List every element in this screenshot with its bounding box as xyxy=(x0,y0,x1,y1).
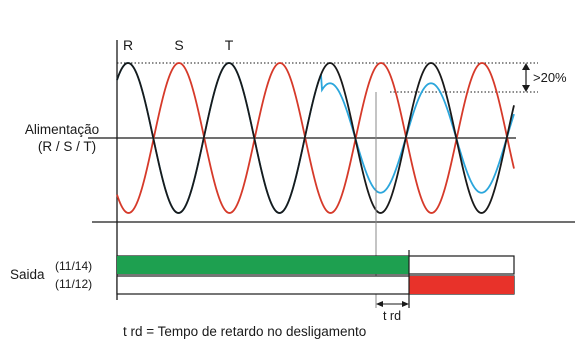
delay-legend: t rd = Tempo de retardo no desligamento xyxy=(123,324,366,339)
contact-12-label: (11/12) xyxy=(55,277,92,291)
contact-14-active-bar xyxy=(117,256,409,274)
phase-s-waveform xyxy=(116,62,515,214)
supply-phases-label: (R / S / T) xyxy=(38,139,96,154)
delay-arrow-head-right xyxy=(402,301,409,307)
threshold-label: >20% xyxy=(533,70,567,85)
contact-14-label: (11/14) xyxy=(55,259,92,273)
phase-r-label: R xyxy=(123,37,133,53)
phase-r-waveform xyxy=(116,62,515,214)
delay-arrow-head-left xyxy=(376,301,383,307)
threshold-arrow-head-down xyxy=(522,85,530,92)
output-label: Saida xyxy=(10,267,45,282)
contact-12-active-bar xyxy=(409,276,514,294)
phase-s-label: S xyxy=(174,37,183,53)
supply-label: Alimentação xyxy=(25,122,99,137)
phase-t-label: T xyxy=(225,37,234,53)
threshold-arrow-head-up xyxy=(522,63,530,70)
delay-label: t rd xyxy=(383,309,401,323)
